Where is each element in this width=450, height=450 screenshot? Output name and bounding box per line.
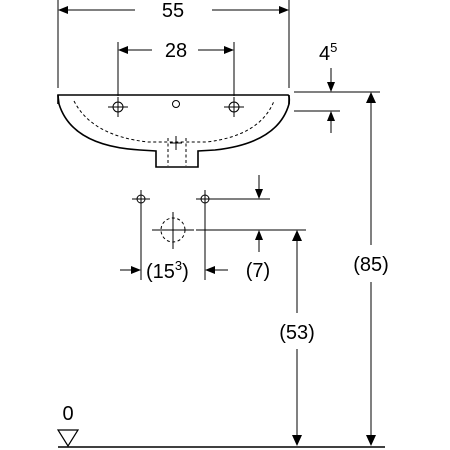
tap-hole-left (108, 97, 128, 117)
label-waste-offset: (7) (246, 260, 270, 282)
label-tap-hole-spacing: 28 (165, 40, 187, 62)
dimension-rim-height (294, 68, 380, 133)
dimension-tap-hole-spacing (117, 42, 235, 96)
basin-outline (57, 94, 291, 168)
label-waste-height: (53) (279, 322, 315, 344)
tap-hole-right (224, 97, 244, 117)
label-basin-width: 55 (162, 0, 184, 22)
dimension-waste-spacing (120, 208, 228, 280)
fixing-extension-lines (196, 198, 306, 231)
triangle-down-icon (56, 429, 80, 448)
fixing-point-left (132, 190, 150, 208)
label-rim-height: 45 (319, 40, 337, 65)
waste-connection-point (152, 212, 194, 249)
label-waste-spacing: (153) (146, 258, 189, 283)
waste-outlet-hidden-lines (167, 138, 187, 166)
dimension-basin-width (57, 0, 290, 88)
drain-centre-marker (170, 136, 182, 150)
fixing-point-right (196, 190, 214, 208)
dimension-total-height (366, 92, 376, 446)
dimension-waste-height (292, 230, 302, 446)
label-floor-level: 0 (62, 403, 73, 425)
label-total-height: (85) (353, 254, 389, 276)
basin-inner-bowl (73, 100, 275, 143)
overflow-hole (172, 100, 180, 108)
dimension-waste-offset-arrows (255, 175, 263, 252)
